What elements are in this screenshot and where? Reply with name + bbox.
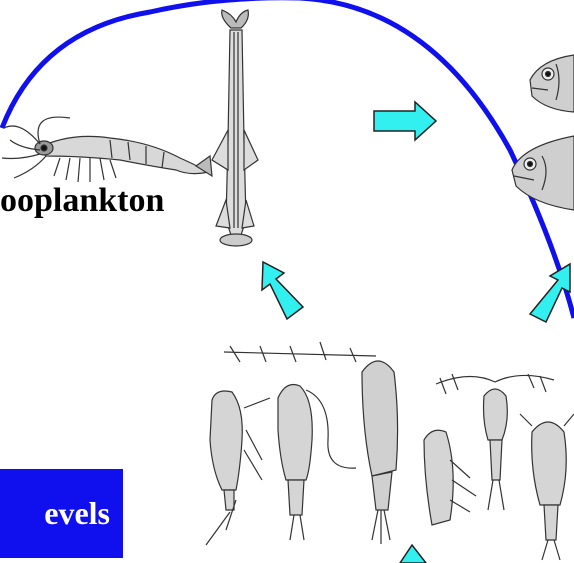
- levels-label: evels: [44, 495, 110, 532]
- mysid-shrimp-icon: [2, 117, 212, 182]
- arrow-icon: [262, 262, 303, 319]
- copepod-icon: [206, 391, 270, 545]
- fish-icon: [512, 136, 574, 210]
- copepod-icon: [278, 385, 356, 541]
- copepod-icon: [520, 414, 574, 560]
- levels-box: evels: [0, 469, 123, 558]
- fish-icon: [530, 55, 574, 112]
- arrow-worm-icon: [212, 10, 258, 246]
- arrow-icon: [400, 545, 426, 563]
- arrow-icon: [374, 102, 436, 140]
- trophic-curve: [2, 0, 574, 318]
- zooplankton-label: ooplankton: [0, 182, 164, 220]
- copepod-icon: [424, 430, 476, 525]
- arrow-icon: [530, 264, 570, 322]
